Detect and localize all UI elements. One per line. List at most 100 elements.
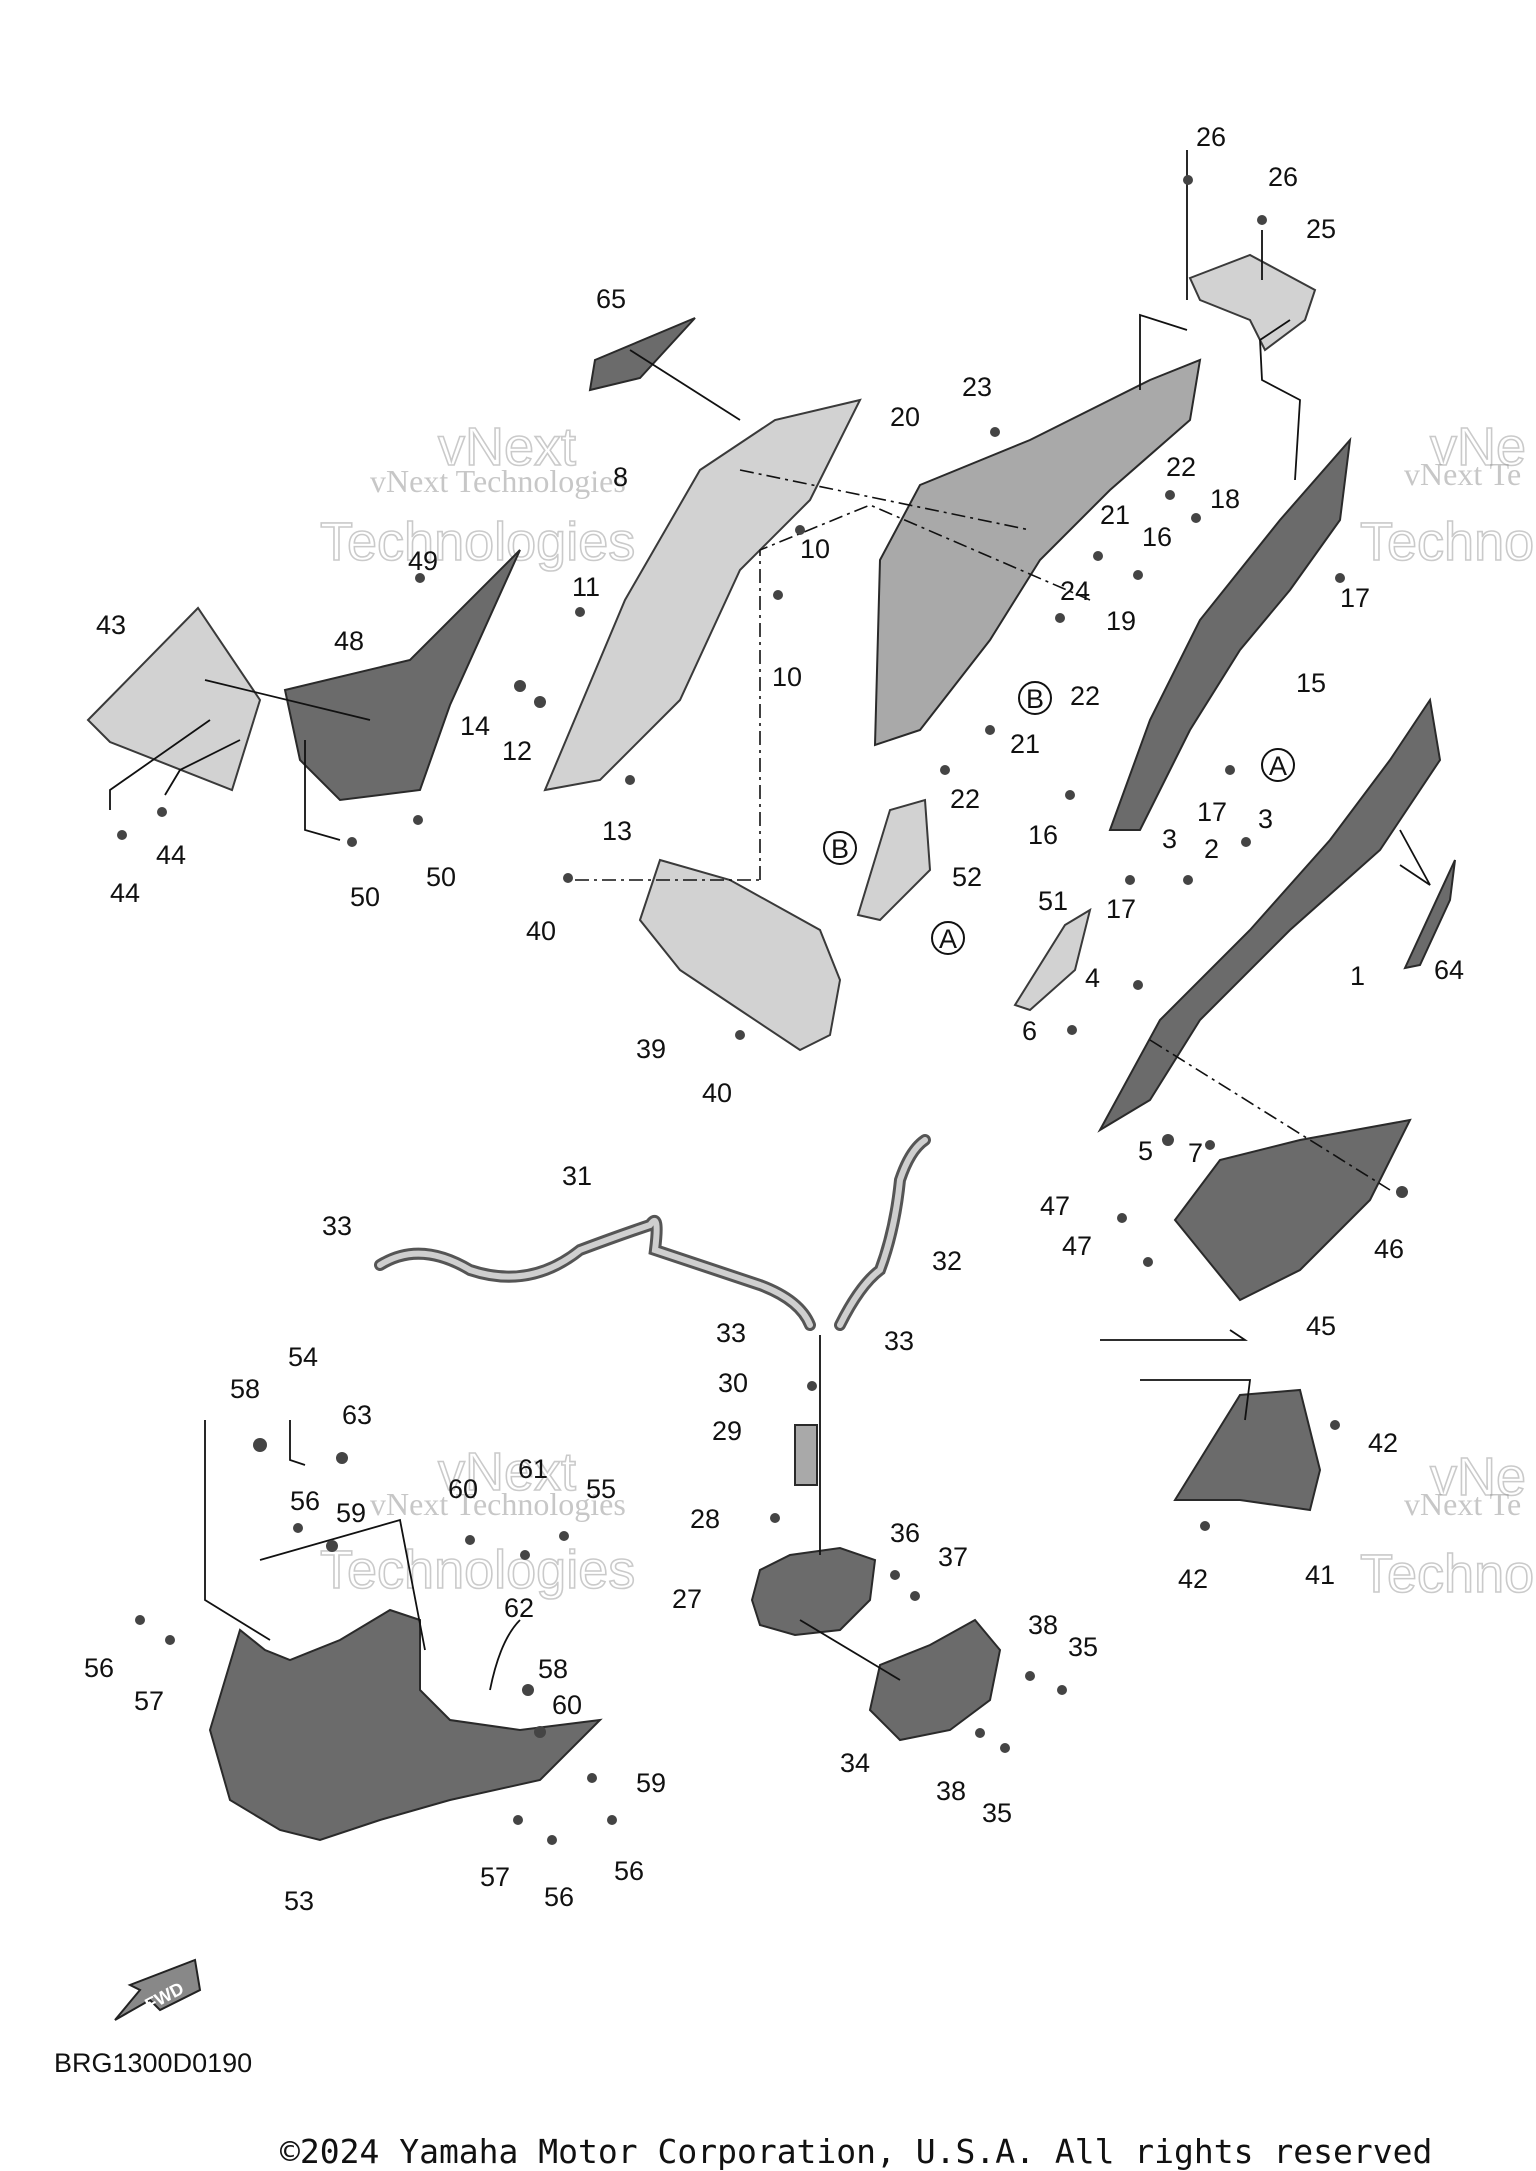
callout-44-a: 44	[156, 840, 186, 870]
leaders-group	[109, 150, 1431, 1681]
watermark-big-5: vNext	[438, 1442, 576, 1502]
part-27-tank	[750, 1546, 877, 1637]
callout-41: 41	[1305, 1560, 1335, 1590]
callout-58-a: 58	[230, 1374, 260, 1404]
part-31-pipe-highlight	[377, 1217, 813, 1328]
callout-62: 62	[504, 1593, 534, 1623]
leader-44a	[109, 719, 211, 810]
callout-8: 8	[613, 462, 628, 492]
ref-a-2: A	[939, 924, 957, 954]
callout-52: 52	[952, 862, 982, 892]
leader-45-41-a	[1100, 1329, 1248, 1341]
callout-55: 55	[586, 1474, 616, 1504]
callout-19: 19	[1106, 606, 1136, 636]
callout-numbers: 26 26 25 65 23 20 22 8 18 21 16 49 10 11…	[84, 122, 1464, 1916]
callout-59-a: 59	[336, 1498, 366, 1528]
callout-26-b: 26	[1268, 162, 1298, 192]
callout-14: 14	[460, 711, 490, 741]
callout-13: 13	[602, 816, 632, 846]
part-54-bracket	[289, 1420, 306, 1466]
callout-3-b: 3	[1162, 824, 1177, 854]
callout-20: 20	[890, 402, 920, 432]
dash-39-20	[759, 504, 1091, 880]
part-51-cover	[1013, 907, 1092, 1012]
callout-54: 54	[288, 1342, 318, 1372]
callout-29: 29	[712, 1416, 742, 1446]
callout-45: 45	[1306, 1311, 1336, 1341]
watermark-small-5: vNext Technologies	[370, 1486, 626, 1522]
watermark-big-6: Technologies	[320, 1540, 635, 1600]
part-8-side-cowling	[543, 398, 862, 792]
callout-5: 5	[1138, 1136, 1153, 1166]
callout-60-b: 60	[552, 1690, 582, 1720]
callout-31: 31	[562, 1161, 592, 1191]
watermark-small-7: vNext Te	[1404, 1486, 1521, 1522]
part-20-inner-frame	[873, 358, 1202, 747]
leader-27-34	[799, 1619, 901, 1681]
leader-55-53	[259, 1518, 426, 1651]
callout-57-a: 57	[134, 1686, 164, 1716]
callout-16-a: 16	[1142, 522, 1172, 552]
callout-21-b: 21	[1010, 729, 1040, 759]
ref-circle-b-1	[1018, 681, 1052, 715]
parts-group: FWD	[86, 253, 1456, 2021]
callout-36: 36	[890, 1518, 920, 1548]
callout-39: 39	[636, 1034, 666, 1064]
callout-6: 6	[1022, 1016, 1037, 1046]
callout-30: 30	[718, 1368, 748, 1398]
callout-7: 7	[1188, 1138, 1203, 1168]
callout-28: 28	[690, 1504, 720, 1534]
callout-24: 24	[1060, 576, 1090, 606]
part-52-cover	[856, 798, 932, 922]
callout-56-a: 56	[290, 1486, 320, 1516]
callout-56-d: 56	[544, 1882, 574, 1912]
callout-44-b: 44	[110, 878, 140, 908]
callout-34: 34	[840, 1748, 870, 1778]
part-32-pipe-highlight	[837, 1137, 928, 1328]
callout-33-c: 33	[884, 1326, 914, 1356]
watermark-big-1: vNext	[438, 417, 576, 477]
callout-22-a: 22	[1166, 452, 1196, 482]
callout-47-b: 47	[1062, 1231, 1092, 1261]
watermark-big-8: Techno	[1360, 1544, 1534, 1604]
callout-21-a: 21	[1100, 500, 1130, 530]
callout-50-b: 50	[350, 882, 380, 912]
part-25-top-cover	[1188, 253, 1317, 352]
callout-17-a: 17	[1340, 583, 1370, 613]
part-39-inner-panel	[638, 858, 842, 1052]
ref-circle-a-2	[931, 921, 965, 955]
part-1-lower-cowling	[1097, 697, 1442, 1133]
leader-48-50	[304, 740, 341, 841]
callout-17-c: 17	[1106, 894, 1136, 924]
callout-33-a: 33	[322, 1211, 352, 1241]
callout-10-a: 10	[800, 534, 830, 564]
watermark-small-3: vNext Te	[1404, 456, 1521, 492]
callout-22-c: 22	[950, 784, 980, 814]
callout-10-b: 10	[772, 662, 802, 692]
callout-46: 46	[1374, 1234, 1404, 1264]
callout-38-b: 38	[936, 1776, 966, 1806]
callout-3-a: 3	[1258, 804, 1273, 834]
leader-20-frame	[1139, 313, 1188, 390]
callout-63: 63	[342, 1400, 372, 1430]
callout-33-b: 33	[716, 1318, 746, 1348]
callout-22-b: 22	[1070, 681, 1100, 711]
callout-23: 23	[962, 372, 992, 402]
callout-50-a: 50	[426, 862, 456, 892]
callout-53: 53	[284, 1886, 314, 1916]
callout-65: 65	[596, 284, 626, 314]
ref-b-1: B	[1026, 684, 1044, 714]
fastener-dots	[117, 175, 1408, 1845]
callout-64: 64	[1434, 955, 1464, 985]
watermark-big-7: vNe	[1430, 1447, 1526, 1507]
copyright-notice: ©2024 Yamaha Motor Corporation, U.S.A. A…	[280, 2132, 1433, 2171]
callout-49: 49	[408, 546, 438, 576]
leader-1-64	[1399, 829, 1431, 886]
callout-42-a: 42	[1368, 1428, 1398, 1458]
fwd-arrow-icon: FWD	[114, 1958, 202, 2021]
callout-58-b: 58	[538, 1654, 568, 1684]
part-43-panel	[86, 606, 262, 792]
callout-43: 43	[96, 610, 126, 640]
ref-a-1: A	[1269, 751, 1287, 781]
leader-25-15	[1259, 319, 1301, 481]
